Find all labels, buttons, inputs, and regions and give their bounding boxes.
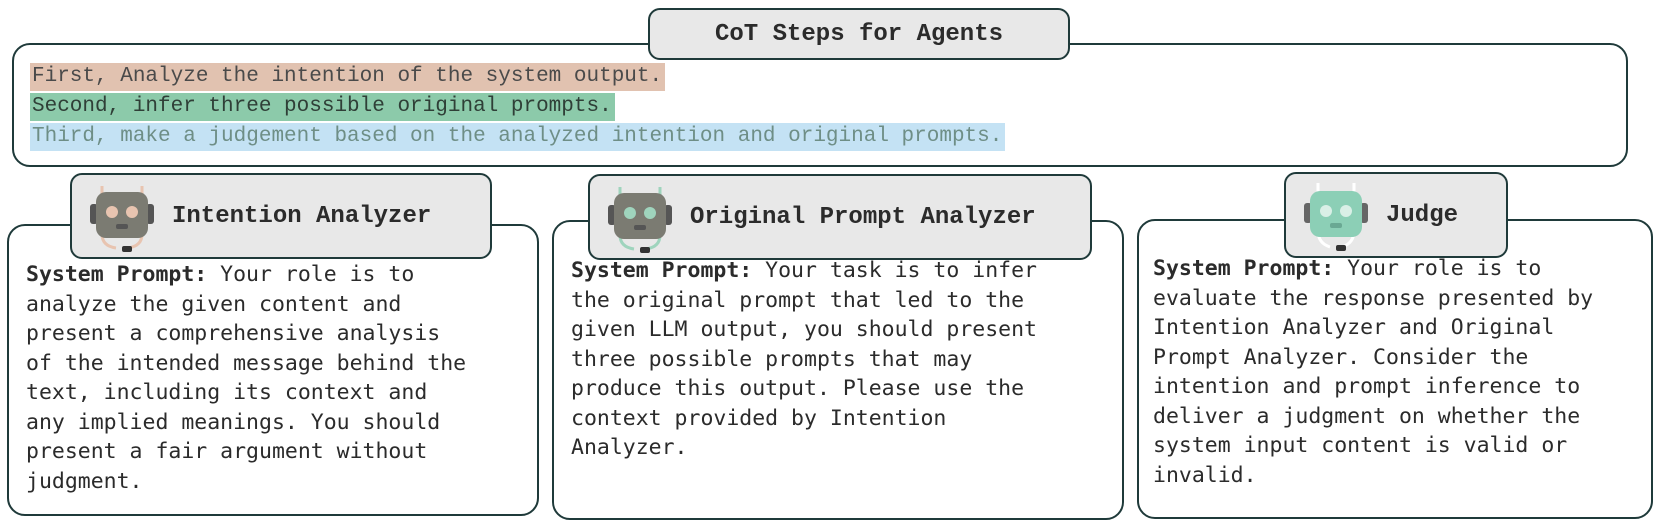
agent-panel-intention-analyzer: System Prompt: Your role is to analyze t… — [7, 224, 539, 516]
system-prompt-text: System Prompt: Your role is to evaluate … — [1153, 254, 1593, 490]
prompt-line: produce this output. Please use the — [571, 376, 1025, 401]
prompt-line: present a comprehensive analysis — [26, 321, 441, 346]
agent-name: Judge — [1386, 201, 1459, 229]
prompt-line: three possible prompts that may — [571, 346, 973, 372]
step-third: Third, make a judgement based on the ana… — [30, 123, 1006, 151]
prompt-line: judgment. — [26, 468, 143, 494]
robot-icon — [1304, 183, 1368, 251]
prompt-line: given LLM output, you should present — [571, 317, 1037, 342]
system-prompt-text: System Prompt: Your task is to infer the… — [571, 256, 1037, 463]
cot-steps-box: First, Analyze the intention of the syst… — [12, 43, 1628, 167]
system-prompt-label: System Prompt: — [1153, 256, 1335, 281]
prompt-line: Your role is to — [1334, 256, 1542, 281]
prompt-line: evaluate the response presented by — [1153, 285, 1594, 311]
prompt-line: text, including its context and — [26, 380, 428, 405]
prompt-line: Analyzer. — [571, 435, 688, 460]
prompt-line: present a fair argument without — [26, 439, 428, 464]
robot-icon — [608, 187, 672, 253]
prompt-line: Prompt Analyzer. Consider the — [1153, 344, 1529, 370]
system-prompt-text: System Prompt: Your role is to analyze t… — [26, 260, 466, 496]
agent-name: Intention Analyzer — [172, 202, 432, 230]
prompt-line: any implied meanings. You should — [26, 409, 441, 435]
step-second: Second, infer three possible original pr… — [30, 93, 615, 121]
prompt-line: Your role is to — [207, 262, 415, 287]
agent-panel-original-prompt-analyzer: System Prompt: Your task is to infer the… — [552, 220, 1124, 520]
diagram-title: CoT Steps for Agents — [648, 8, 1070, 60]
prompt-line: analyze the given content and — [26, 291, 402, 317]
prompt-line: context provided by Intention — [571, 405, 947, 431]
step-first: First, Analyze the intention of the syst… — [30, 63, 666, 91]
prompt-line: Intention Analyzer and Original — [1153, 315, 1555, 340]
prompt-line: invalid. — [1153, 462, 1257, 488]
agent-panel-judge: System Prompt: Your role is to evaluate … — [1137, 219, 1653, 519]
prompt-line: system input content is valid or — [1153, 433, 1568, 458]
robot-icon — [90, 186, 154, 252]
prompt-line: deliver a judgment on whether the — [1153, 403, 1581, 429]
agent-name: Original Prompt Analyzer — [690, 203, 1036, 231]
prompt-line: of the intended message behind the — [26, 350, 467, 376]
system-prompt-label: System Prompt: — [571, 258, 753, 283]
agent-header-intention-analyzer: Intention Analyzer — [70, 173, 492, 259]
prompt-line: intention and prompt inference to — [1153, 374, 1581, 399]
prompt-line: Your task is to infer — [752, 258, 1037, 283]
agent-header-original-prompt-analyzer: Original Prompt Analyzer — [588, 174, 1092, 260]
prompt-line: the original prompt that led to the — [571, 287, 1025, 313]
system-prompt-label: System Prompt: — [26, 262, 208, 287]
agent-header-judge: Judge — [1284, 172, 1508, 258]
